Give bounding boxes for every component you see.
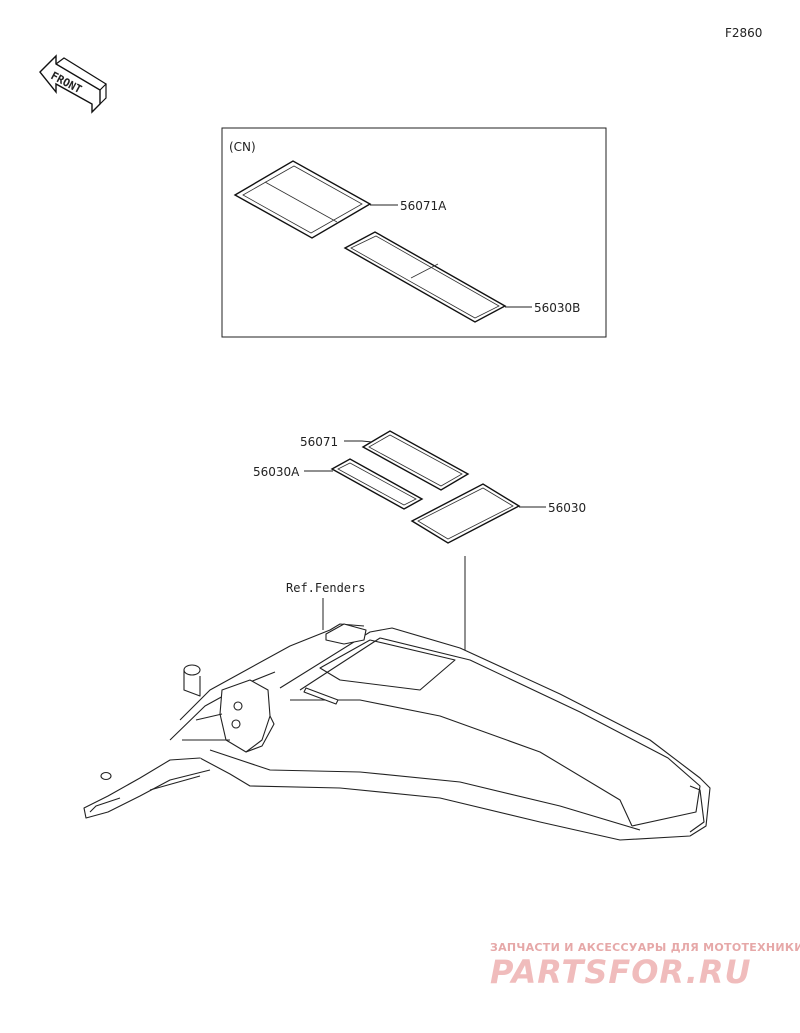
figure-code: F2860 [725,26,762,40]
label-56071: 56071 [300,435,338,449]
label-56071A: 56071A [400,199,447,213]
watermark-brand: PARTSFOR.RU [490,953,751,991]
reference-label: Ref.Fenders [286,581,365,595]
cn-box-label: (CN) [229,140,256,154]
label-56030A: 56030A [253,465,300,479]
decal-56071 [361,430,470,491]
front-arrow-icon: FRONT [39,54,107,114]
leader-56071 [344,440,373,443]
decal-56071A [233,160,372,239]
decal-56030A [330,458,424,510]
watermark-tagline: ЗАПЧАСТИ И АКСЕССУАРЫ ДЛЯ МОТОТЕХНИКИ [490,941,800,954]
decal-56030 [410,483,521,544]
label-56030: 56030 [548,501,586,515]
decal-56030B [343,231,507,323]
cn-variant-box [221,127,607,338]
rear-fender-drawing [83,623,711,841]
label-56030B: 56030B [534,301,580,315]
